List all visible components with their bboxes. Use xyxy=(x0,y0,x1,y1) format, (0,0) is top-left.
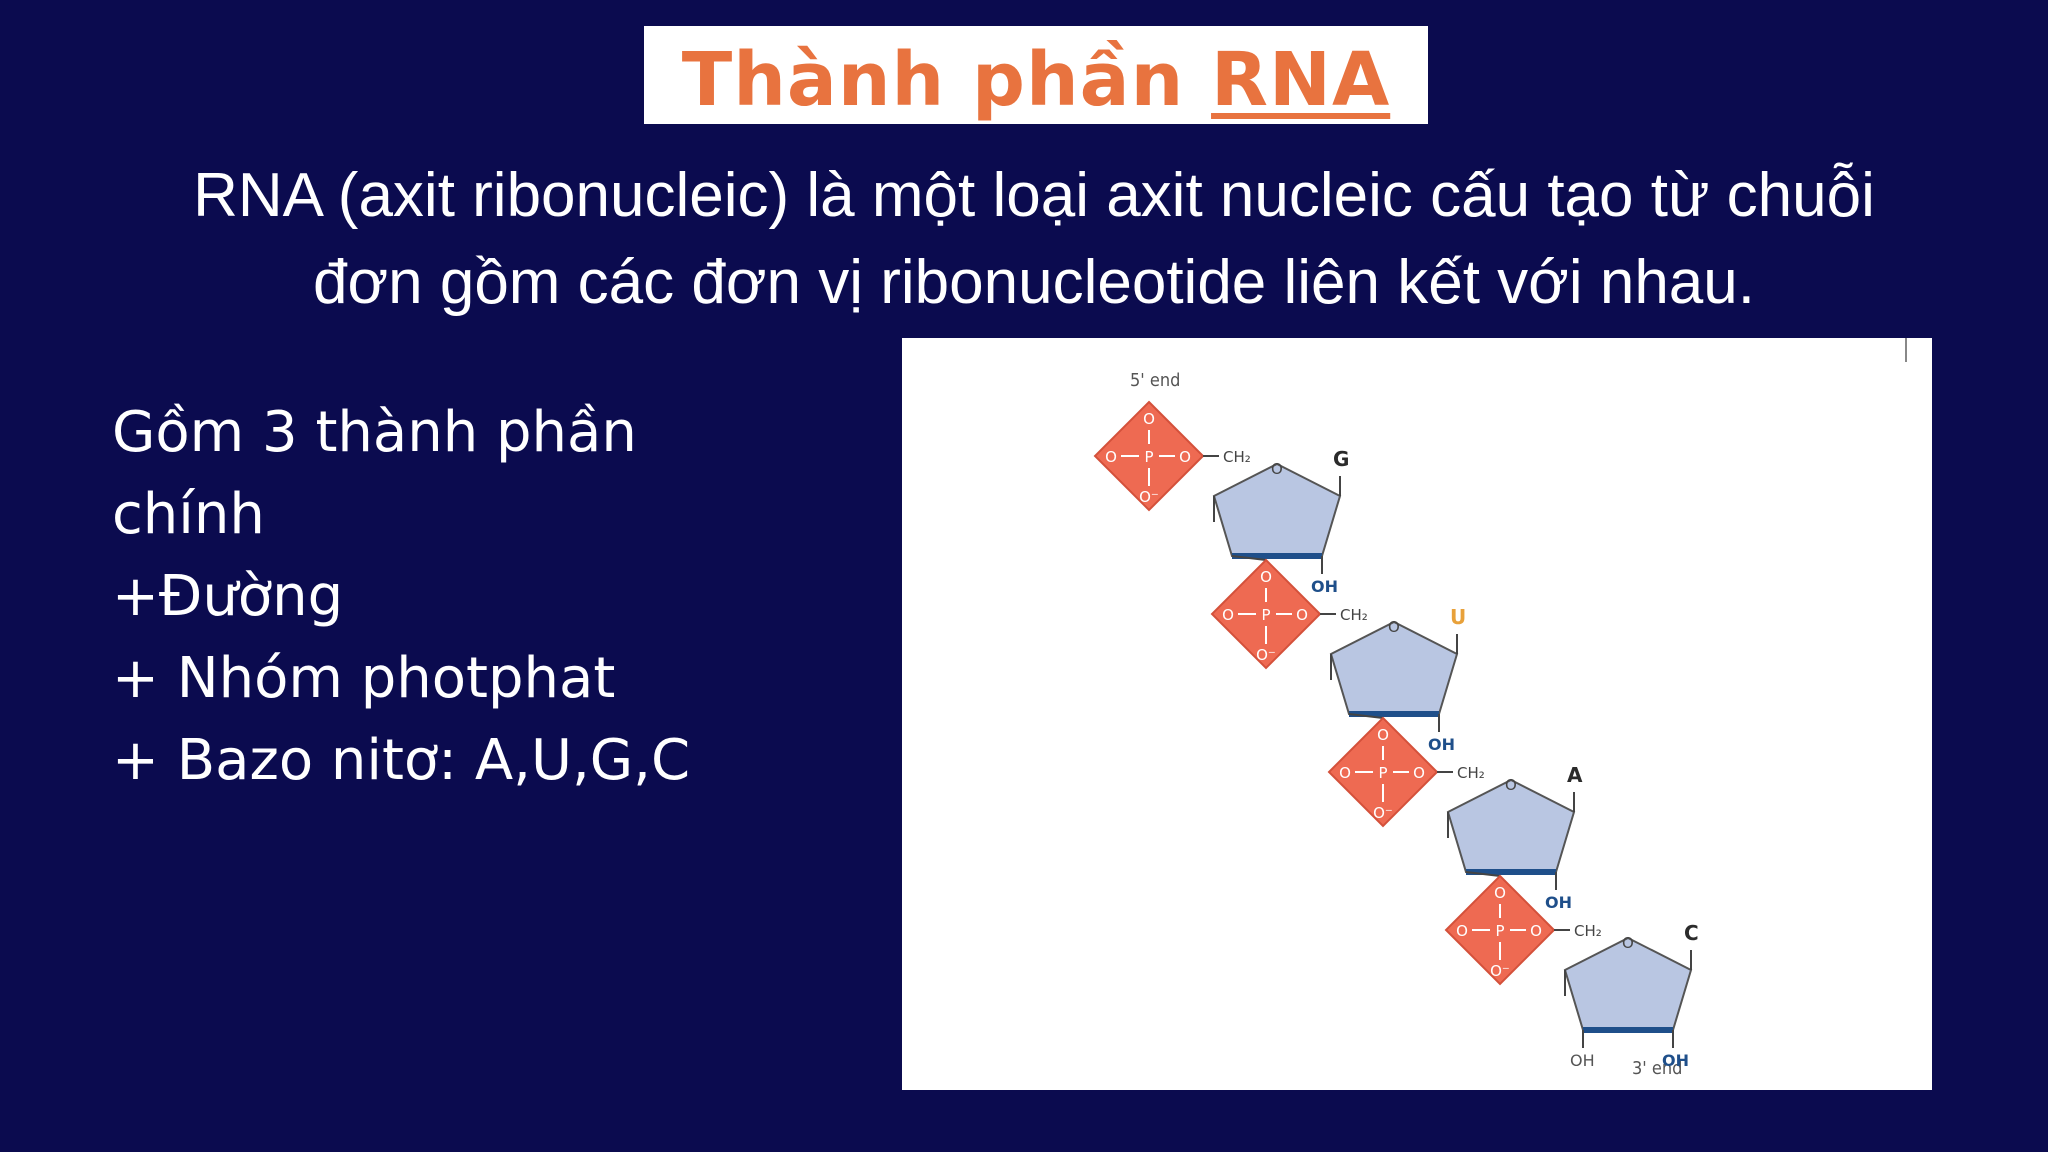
hydroxyl-label: OH xyxy=(1428,735,1455,754)
ch2-label: CH₂ xyxy=(1223,448,1251,466)
bullet-item: chính xyxy=(112,482,265,547)
intro-line-2: đơn gồm các đơn vị ribonucleotide liên k… xyxy=(313,248,1755,317)
base-label-a: A xyxy=(1567,763,1583,787)
title-accent: RNA xyxy=(1211,37,1391,123)
ring-oxygen-label: O xyxy=(1388,618,1400,636)
phosphorus-label: P xyxy=(1378,764,1387,782)
title-main: Thành phần xyxy=(681,37,1212,123)
oxygen-top-label: O xyxy=(1494,884,1506,902)
three-prime-label: 3' end xyxy=(1632,1058,1682,1079)
oxygen-minus-label: O⁻ xyxy=(1139,488,1159,506)
backbone-bond xyxy=(1465,871,1501,877)
hydroxyl-label-2: OH xyxy=(1570,1051,1595,1070)
bullet-item: + Bazo nitơ: A,U,G,C xyxy=(112,728,691,793)
base-label-u: U xyxy=(1450,605,1466,629)
five-prime-label: 5' end xyxy=(1130,370,1180,391)
oxygen-top-label: O xyxy=(1377,726,1389,744)
phosphate-group xyxy=(1210,558,1322,670)
oxygen-right-label: O xyxy=(1530,922,1542,940)
phosphorus-label: P xyxy=(1495,922,1504,940)
oxygen-right-label: O xyxy=(1413,764,1425,782)
phosphate-group xyxy=(1444,874,1556,986)
hydroxyl-label: OH xyxy=(1311,577,1338,596)
oxygen-minus-label: O⁻ xyxy=(1373,804,1393,822)
base-label-g: G xyxy=(1333,447,1349,471)
phosphate-group xyxy=(1093,400,1205,512)
backbone-bond xyxy=(1348,713,1384,719)
ch2-label: CH₂ xyxy=(1574,922,1602,940)
oxygen-left-label: O xyxy=(1105,448,1117,466)
hydroxyl-label: OH xyxy=(1662,1051,1689,1070)
intro-line-1: RNA (axit ribonucleic) là một loại axit … xyxy=(193,161,1875,230)
bullet-item: +Đường xyxy=(112,564,344,629)
oxygen-top-label: O xyxy=(1260,568,1272,586)
oxygen-minus-label: O⁻ xyxy=(1490,962,1510,980)
bullet-list: Gồm 3 thành phần chính +Đường + Nhóm pho… xyxy=(112,392,732,802)
bullet-item: Gồm 3 thành phần xyxy=(112,400,637,465)
oxygen-left-label: O xyxy=(1456,922,1468,940)
ch2-label: CH₂ xyxy=(1457,764,1485,782)
intro-text: RNA (axit ribonucleic) là một loại axit … xyxy=(60,152,2008,326)
ring-oxygen-label: O xyxy=(1622,934,1634,952)
phosphate-group xyxy=(1327,716,1439,828)
bullet-item: + Nhóm photphat xyxy=(112,646,616,711)
oxygen-left-label: O xyxy=(1222,606,1234,624)
ring-oxygen-label: O xyxy=(1505,776,1517,794)
hydroxyl-label: OH xyxy=(1545,893,1572,912)
oxygen-top-label: O xyxy=(1143,410,1155,428)
title-box: Thành phần RNA xyxy=(644,26,1428,124)
base-label-c: C xyxy=(1684,921,1699,945)
backbone-bond xyxy=(1231,555,1267,561)
phosphorus-label: P xyxy=(1261,606,1270,624)
oxygen-right-label: O xyxy=(1179,448,1191,466)
oxygen-right-label: O xyxy=(1296,606,1308,624)
phosphorus-label: P xyxy=(1144,448,1153,466)
oxygen-left-label: O xyxy=(1339,764,1351,782)
oxygen-minus-label: O⁻ xyxy=(1256,646,1276,664)
ch2-label: CH₂ xyxy=(1340,606,1368,624)
slide-title: Thành phần RNA xyxy=(682,37,1390,123)
ring-oxygen-label: O xyxy=(1271,460,1283,478)
